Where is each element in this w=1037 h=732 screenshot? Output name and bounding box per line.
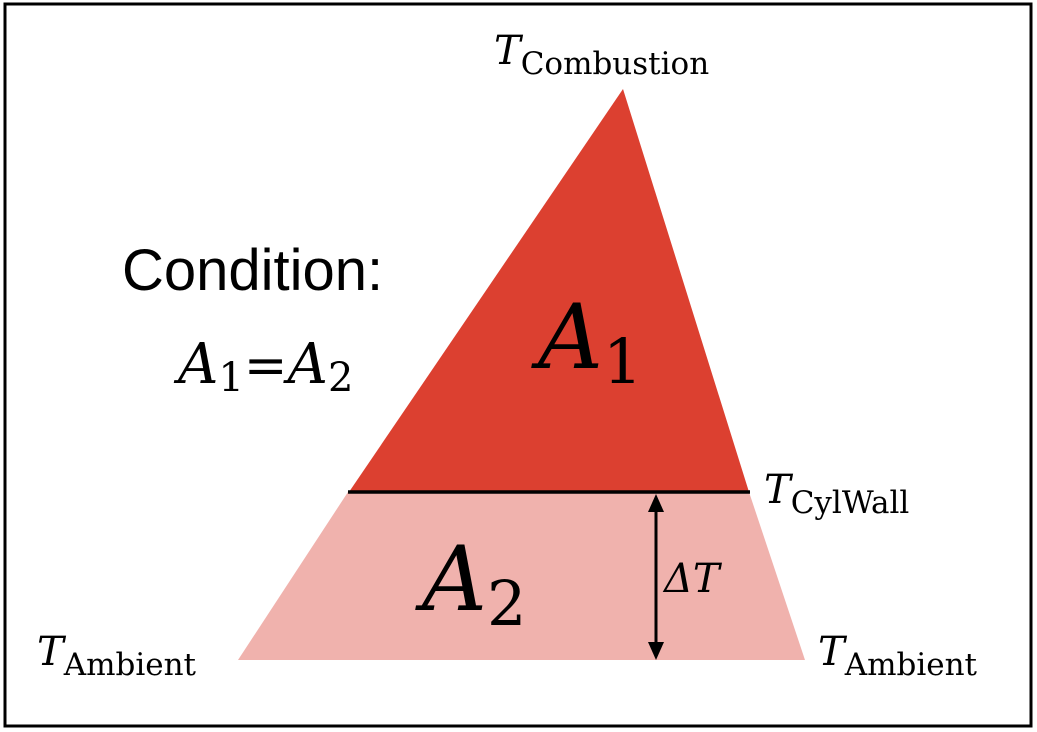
- t-combustion-label: TCombustion: [494, 28, 709, 82]
- area-2-region: [238, 492, 805, 660]
- area-2-label: A2: [415, 527, 526, 640]
- t-ambient-right-label: TAmbient: [818, 629, 978, 683]
- condition-title: Condition:: [122, 238, 383, 303]
- area-1-region: [349, 89, 749, 492]
- condition-equation: A1=A2: [173, 332, 353, 401]
- arrow-down-head-icon: [648, 642, 664, 660]
- area-1-label: A1: [531, 285, 642, 398]
- t-cylwall-label: TCylWall: [764, 467, 909, 521]
- arrow-up-head-icon: [648, 494, 664, 512]
- t-ambient-left-label: TAmbient: [37, 629, 197, 683]
- delta-t-label: ΔT: [662, 556, 723, 602]
- delta-t-arrow: [648, 494, 664, 660]
